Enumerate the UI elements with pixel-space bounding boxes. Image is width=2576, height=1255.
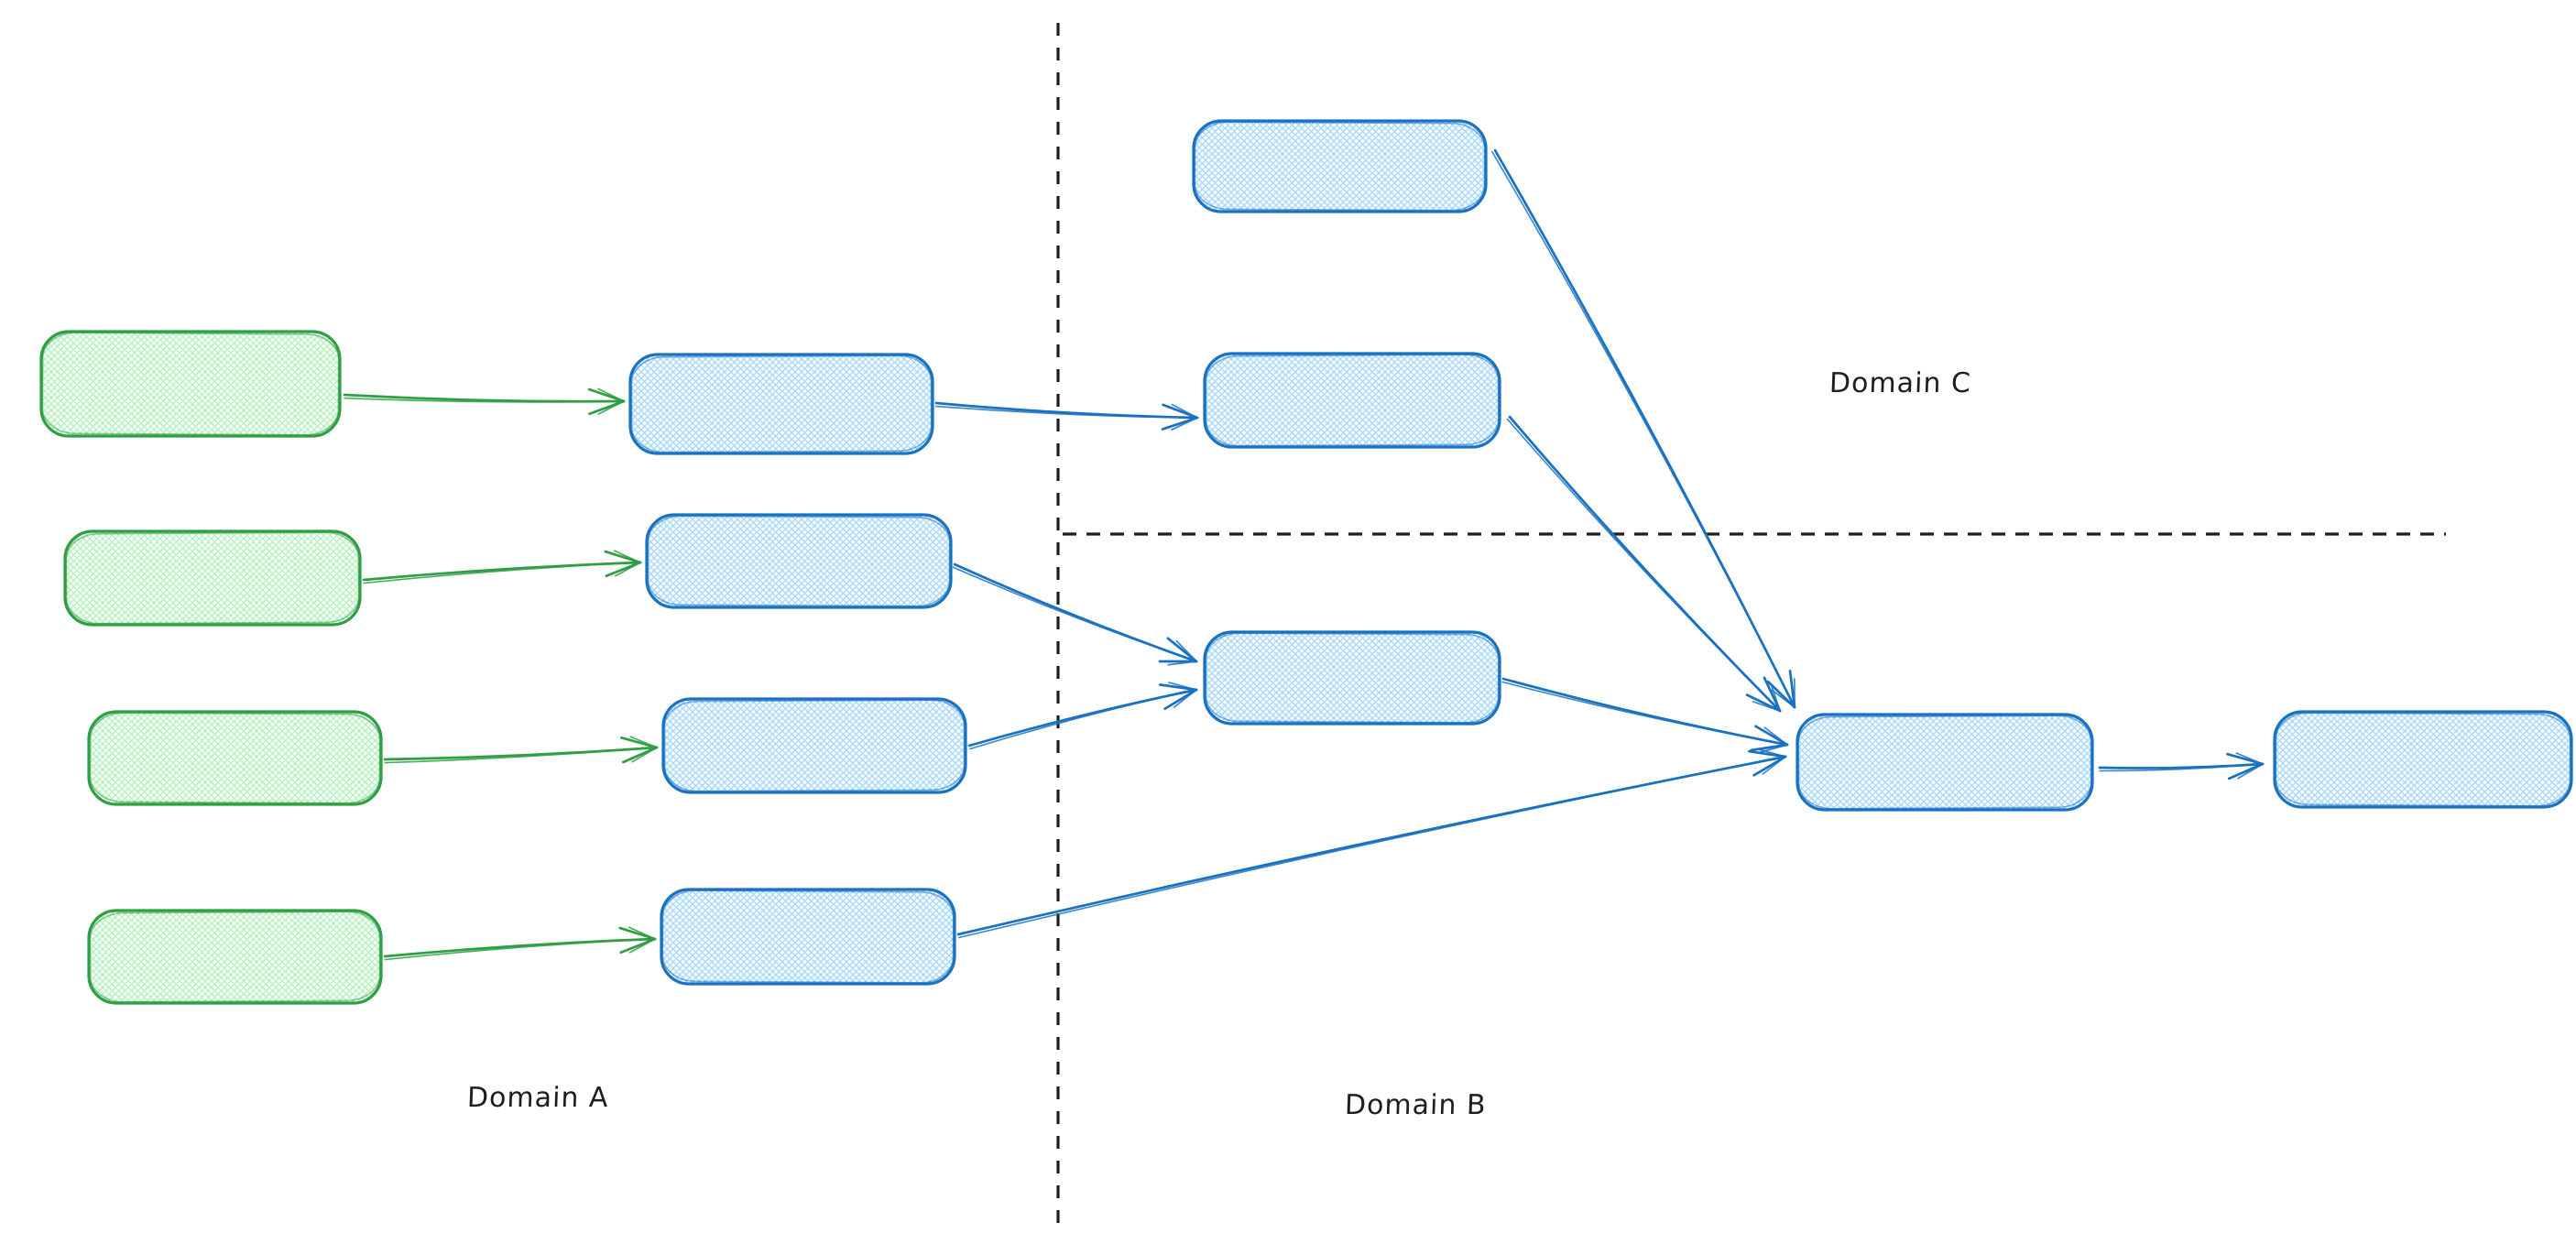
arrow-stage-3-to-domain-b-mid (967, 682, 1198, 750)
node-blue-final (1796, 713, 2094, 812)
domain-c-label: Domain C (1828, 367, 1972, 399)
arrow-stage-1-to-domain-c-mid (934, 401, 1199, 431)
arrow-green-3-to-stage-3 (383, 736, 659, 764)
domain-a-label: Domain A (466, 1082, 610, 1114)
node-blue-domain-b-mid (1203, 630, 1501, 726)
node-blue-domain-c-mid (1203, 352, 1501, 449)
node-blue-stage-2 (645, 513, 953, 609)
node-blue-domain-c-top (1192, 119, 1488, 213)
arrow-final-to-output (2098, 752, 2265, 780)
arrow-domain-b-mid-to-final (1501, 677, 1789, 754)
node-blue-stage-3 (661, 697, 967, 794)
node-blue-output (2273, 710, 2573, 809)
node-blue-stage-4 (660, 888, 956, 986)
node-green-source-2 (63, 529, 362, 627)
arrow-green-1-to-stage-1 (343, 387, 626, 416)
node-blue-stage-1 (628, 353, 934, 455)
arrow-domain-c-mid-to-final (1506, 415, 1782, 713)
domain-b-label: Domain B (1344, 1089, 1488, 1121)
node-green-source-4 (87, 909, 383, 1005)
arrow-stage-4-to-final (956, 748, 1787, 939)
node-green-source-1 (39, 330, 342, 438)
arrow-stage-2-to-domain-b-mid (952, 562, 1198, 666)
node-green-source-3 (87, 710, 383, 806)
arrow-domain-c-top-to-final (1491, 148, 1796, 709)
arrow-green-2-to-stage-2 (362, 550, 642, 584)
arrow-green-4-to-stage-4 (383, 926, 657, 961)
